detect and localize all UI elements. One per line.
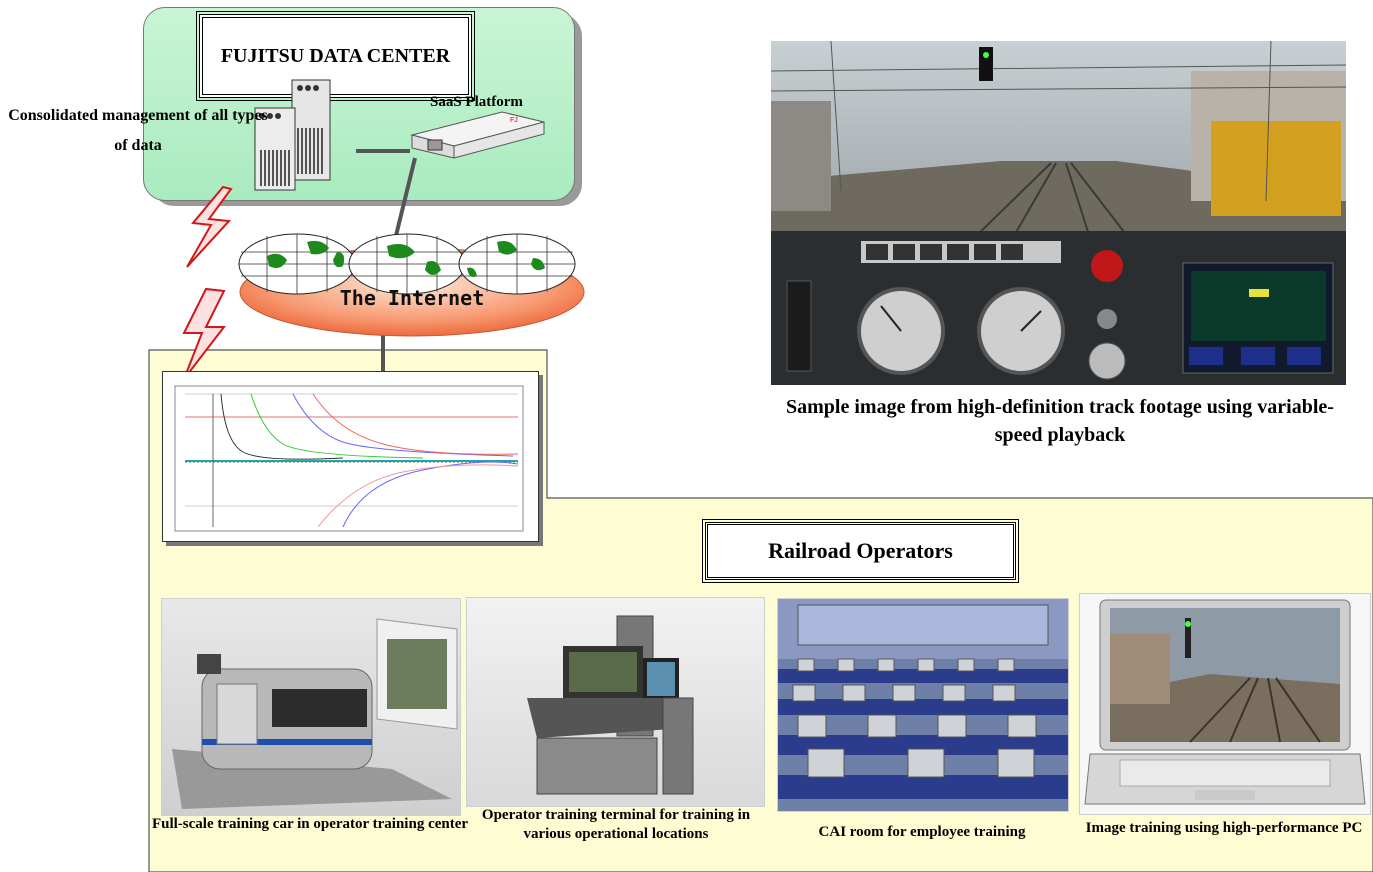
saas-platform-label: SaaS Platform	[430, 94, 523, 110]
svg-text:FJ: FJ	[510, 117, 518, 124]
cai-room-caption: CAI room for employee training	[818, 824, 1026, 840]
cab-view-illustration	[770, 40, 1347, 385]
sample-image-caption: Sample image from high-definition track …	[786, 396, 1334, 446]
training-car-photo	[161, 598, 461, 816]
laptop-training-photo	[1079, 593, 1371, 815]
wireless-lightning-icon	[186, 185, 233, 268]
cai-room-photo	[777, 598, 1069, 812]
consolidated-management-label: Consolidated management of all types of …	[8, 107, 268, 154]
training-terminal-illustration	[527, 615, 694, 795]
saas-platform-icon: FJ	[410, 111, 545, 159]
training-car-caption: Full-scale training car in operator trai…	[151, 816, 469, 832]
internet-cloud-icon: The Internet	[238, 233, 585, 337]
track-footage-sample-image	[770, 40, 1347, 385]
railroad-operators-title: Railroad Operators	[702, 519, 1019, 583]
laptop-illustration	[1084, 599, 1366, 805]
cai-room-illustration	[778, 599, 1068, 799]
server-icon	[254, 79, 331, 191]
training-car-illustration	[172, 618, 458, 809]
internet-label: The Internet	[340, 286, 485, 310]
data-center-title: FUJITSU DATA CENTER	[196, 11, 475, 101]
training-terminal-caption: Operator training terminal for training …	[481, 807, 751, 842]
chart-graphic	[174, 385, 524, 532]
wireless-lightning-icon	[182, 287, 227, 380]
training-terminal-photo	[466, 597, 765, 807]
data-chart-screenshot	[162, 371, 539, 542]
laptop-training-caption: Image training using high-performance PC	[1085, 820, 1363, 836]
